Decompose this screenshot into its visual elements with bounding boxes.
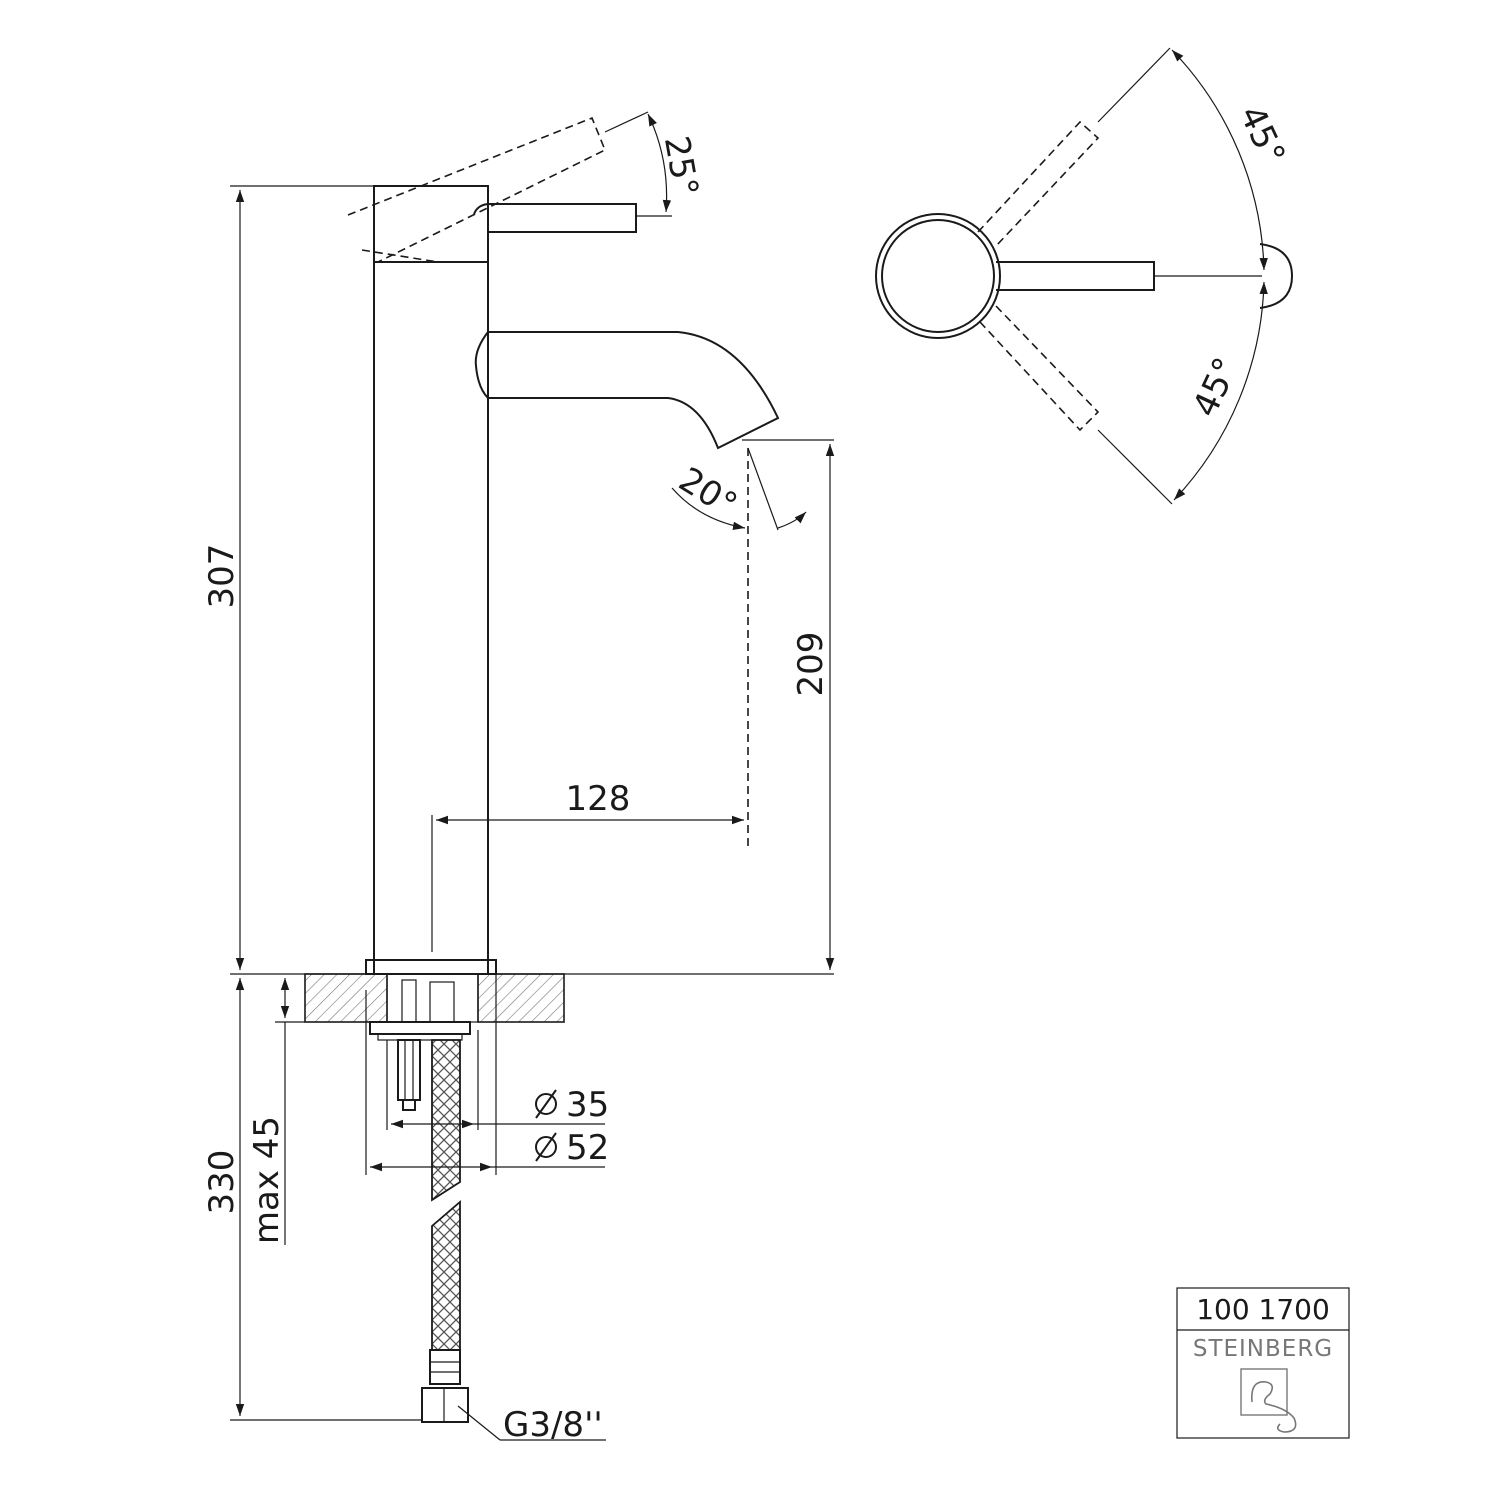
flexible-hose bbox=[421, 1039, 469, 1423]
lever-raised-outline bbox=[347, 116, 607, 263]
base-ring bbox=[365, 959, 497, 975]
faucet-body bbox=[373, 261, 489, 975]
dim-base-diameter: 52 bbox=[535, 1128, 609, 1168]
top-lever bbox=[996, 261, 1155, 291]
deck-section bbox=[304, 973, 834, 1175]
diameter-symbol-icon bbox=[535, 1089, 557, 1119]
title-block: 100 1700 STEINBERG bbox=[1176, 1287, 1350, 1439]
svg-text:52: 52 bbox=[566, 1128, 609, 1168]
faucet-side-view bbox=[347, 116, 780, 975]
angle-lever-tilt: 25° bbox=[656, 133, 706, 199]
angle-swing-right: 45° bbox=[1185, 352, 1247, 424]
dimension-texts: 307 330 max 45 209 128 35 52 G3/8'' 25° … bbox=[202, 133, 831, 1445]
dimension-lines bbox=[230, 111, 835, 1441]
brand-name: STEINBERG bbox=[1193, 1336, 1333, 1362]
angle-swing-left: 45° bbox=[1231, 100, 1293, 172]
dim-connection-thread: G3/8'' bbox=[503, 1405, 603, 1445]
spout bbox=[488, 331, 780, 450]
top-lever-rotated-down bbox=[979, 305, 1100, 432]
faucet-top-view: 45° 45° bbox=[875, 47, 1294, 505]
angle-spout-outlet: 20° bbox=[672, 460, 744, 526]
dim-max-deck: max 45 bbox=[247, 1116, 287, 1244]
svg-text:35: 35 bbox=[566, 1085, 609, 1125]
dim-hole-diameter: 35 bbox=[535, 1085, 609, 1125]
article-number: 100 1700 bbox=[1196, 1293, 1330, 1326]
cartridge-cap bbox=[373, 185, 489, 263]
dim-below-deck: 330 bbox=[202, 1150, 242, 1215]
top-spout-tip bbox=[1259, 243, 1294, 309]
diameter-symbol-icon bbox=[535, 1132, 557, 1162]
top-body-inner bbox=[881, 219, 995, 333]
lever-handle bbox=[488, 203, 637, 233]
steinberg-logo-icon bbox=[1240, 1368, 1297, 1433]
top-body-outer bbox=[875, 213, 1001, 339]
top-lever-rotated-up bbox=[977, 120, 1100, 247]
dim-spout-height: 209 bbox=[791, 632, 831, 697]
dim-total-height: 307 bbox=[202, 544, 242, 609]
dim-spout-reach: 128 bbox=[566, 779, 631, 819]
